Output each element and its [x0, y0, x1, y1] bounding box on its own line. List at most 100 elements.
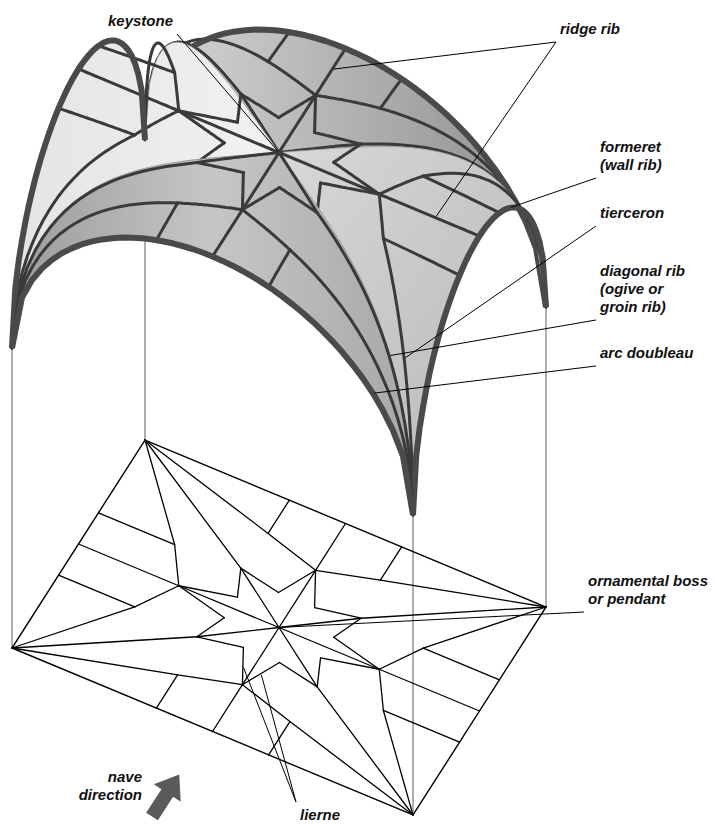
vault-plan	[12, 440, 546, 815]
plan-rib	[379, 669, 479, 711]
plan-rib	[175, 545, 179, 586]
vault-rib	[197, 163, 244, 173]
vault-rib	[178, 203, 243, 210]
vault-rib	[12, 163, 197, 348]
plan-rib	[279, 570, 316, 592]
plan-rib	[269, 722, 290, 755]
vault-rib	[175, 73, 179, 111]
vault-rib	[79, 69, 179, 111]
plan-rib	[423, 607, 546, 648]
part-label: ridge rib	[560, 20, 620, 38]
part-label: nave direction	[70, 768, 142, 804]
vault-rib	[423, 173, 546, 307]
plan-rib	[213, 685, 243, 732]
plan-rib	[79, 544, 179, 586]
plan-rib	[145, 440, 241, 568]
vault-rib	[290, 250, 413, 515]
plan-outline	[12, 440, 546, 815]
vault-rib	[423, 176, 499, 213]
plan-rib	[290, 722, 413, 815]
vault-cells	[12, 30, 546, 515]
leader-line	[405, 226, 596, 358]
plan-rib	[145, 440, 175, 545]
part-label: tierceron	[600, 204, 664, 222]
leader-line	[177, 34, 278, 151]
nave-arrow	[139, 766, 193, 825]
plan-rib	[423, 648, 499, 680]
vault-rib	[321, 183, 380, 194]
plan-rib	[178, 675, 243, 685]
vault-rib	[242, 173, 243, 210]
leader-line	[281, 612, 585, 627]
plan-rib	[237, 568, 240, 597]
projection-lines	[12, 140, 546, 815]
plan-rib	[279, 628, 317, 687]
plan-rib	[279, 662, 317, 686]
plan-rib	[279, 570, 316, 627]
leader-line	[391, 320, 597, 356]
plan-rib	[59, 575, 135, 607]
leader-line	[511, 178, 596, 207]
plan-rib	[380, 547, 401, 580]
projection-line	[12, 348, 13, 648]
plan-rib	[242, 647, 244, 684]
projection-line	[413, 515, 414, 815]
part-label: formeret (wall rib)	[600, 138, 695, 174]
plan-rib	[321, 658, 380, 669]
plan-rib	[197, 637, 243, 648]
vault-rib	[280, 188, 318, 213]
plan-rib	[315, 608, 361, 619]
plan-rib	[242, 662, 279, 684]
plan-rib	[268, 500, 289, 533]
plan-rib	[317, 687, 413, 815]
vault-rib	[242, 153, 279, 210]
vault-rib	[315, 133, 362, 145]
plan-rib	[383, 710, 413, 815]
vault-rib	[197, 153, 279, 163]
plan-rib	[197, 628, 279, 637]
plan-rib	[379, 669, 383, 710]
vault-rib	[379, 194, 383, 238]
plan-rib	[242, 685, 289, 722]
vault-rib	[279, 153, 317, 213]
vault-rib	[213, 210, 243, 257]
nave-arrow-shape	[139, 766, 193, 825]
edge-arch	[413, 207, 546, 515]
plan-rib	[383, 710, 459, 742]
vault-rib	[379, 176, 423, 194]
vault-rib	[380, 79, 401, 109]
plan-rib	[379, 648, 423, 669]
vault-rib	[179, 111, 279, 153]
plan-rib	[145, 440, 268, 533]
plan-rib	[380, 580, 546, 607]
leader-line	[244, 668, 297, 803]
vault-rib	[268, 62, 316, 96]
plan-rib	[98, 513, 174, 545]
vault-rib	[156, 203, 177, 240]
plan-rib	[156, 675, 177, 708]
plan-rib	[179, 586, 279, 628]
vault-rib	[242, 210, 290, 250]
plan-rib	[242, 628, 279, 685]
plan-rib	[241, 568, 279, 627]
part-label: diagonal rib (ogive or groin rib)	[600, 262, 695, 316]
vault-rib	[315, 95, 316, 132]
plan-rib	[279, 618, 361, 627]
plan-rib	[241, 568, 279, 592]
leader-line	[261, 675, 296, 802]
leader-line	[374, 366, 596, 393]
vault-rib	[379, 194, 479, 236]
part-label: arc doubleau	[600, 344, 693, 362]
plan-rib	[316, 524, 346, 571]
leader-line	[334, 42, 556, 69]
plan-rib	[317, 658, 320, 687]
plan-rib	[279, 628, 379, 670]
part-label: lierne	[300, 806, 340, 824]
plan-rib	[268, 533, 315, 570]
vault-rib	[59, 108, 135, 135]
plan-rib	[135, 586, 179, 607]
plan-rib	[314, 570, 316, 607]
plan-rib	[316, 570, 381, 580]
